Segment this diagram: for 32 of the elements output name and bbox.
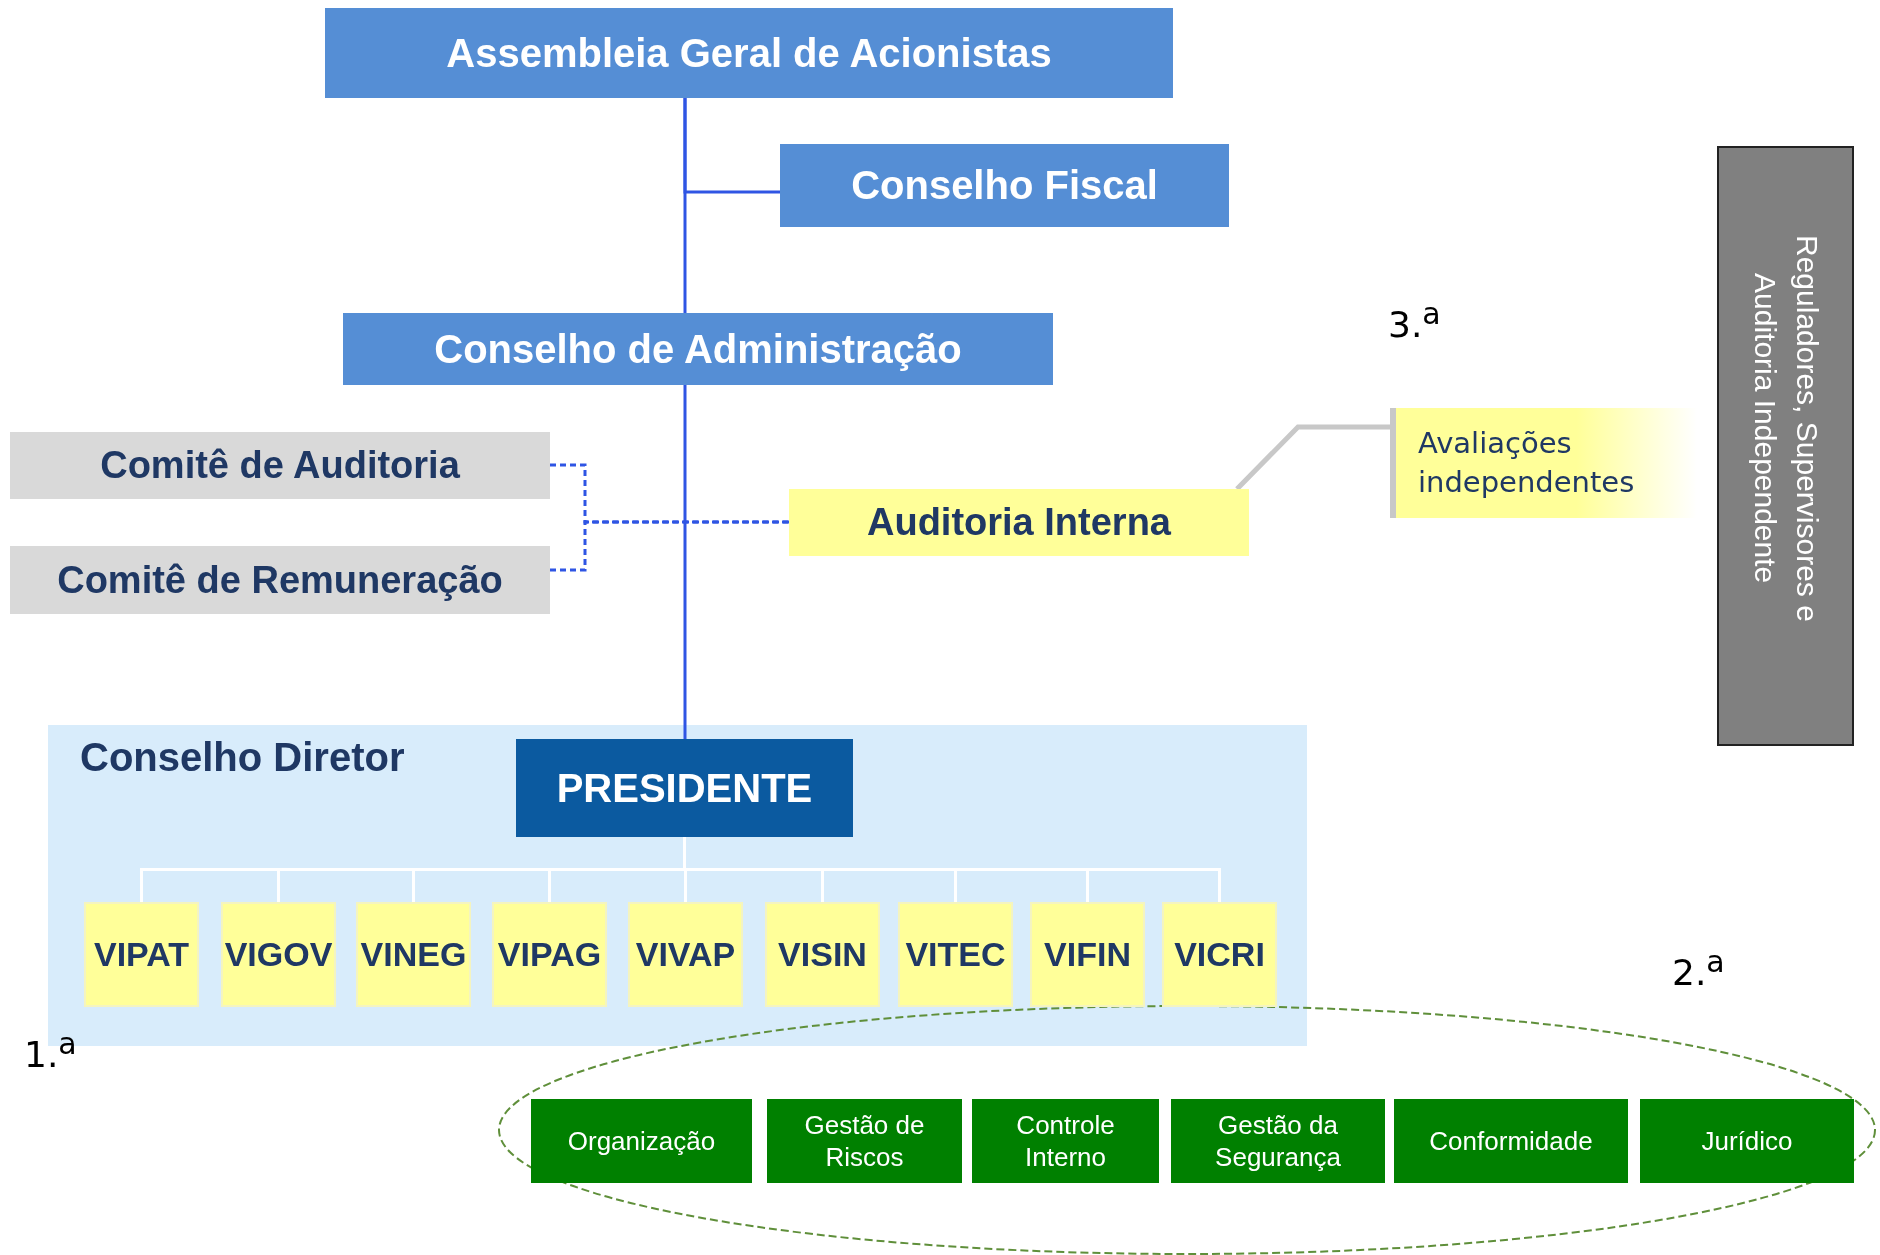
- vice-presidency-box: VITEC: [898, 902, 1013, 1007]
- function-box: Gestão da Segurança: [1171, 1099, 1385, 1183]
- function-box: Conformidade: [1394, 1099, 1628, 1183]
- function-box: Controle Interno: [972, 1099, 1159, 1183]
- vice-presidency-box: VIPAG: [492, 902, 607, 1007]
- vice-presidency-box: VISIN: [765, 902, 880, 1007]
- vice-presidency-box: VICRI: [1162, 902, 1277, 1007]
- callout-number: 2.$^{a}$: [1672, 944, 1725, 993]
- function-box: Gestão de Riscos: [767, 1099, 962, 1183]
- callout-number: 3.$^{a}$: [1388, 296, 1441, 345]
- governance-box: Assembleia Geral de Acionistas: [325, 8, 1173, 98]
- function-box: Jurídico: [1640, 1099, 1854, 1183]
- regulators-box: Reguladores, Supervisores e Auditoria Independente: [1717, 146, 1854, 746]
- leader-line: [1235, 424, 1390, 491]
- connector-line: [550, 520, 789, 572]
- vice-presidency-box: VIPAT: [84, 902, 199, 1007]
- vice-presidency-box: VINEG: [356, 902, 471, 1007]
- vice-presidency-box: VIFIN: [1030, 902, 1145, 1007]
- vice-presidency-box: VIVAP: [628, 902, 743, 1007]
- connector-line: [683, 98, 780, 194]
- function-box: Organização: [531, 1099, 752, 1183]
- president-box: PRESIDENTE: [516, 739, 853, 837]
- callout-number: 1.$^{a}$: [24, 1026, 77, 1075]
- committee-box: Comitê de Remuneração: [10, 546, 550, 614]
- connector-line: [683, 385, 687, 739]
- connector-line: [550, 463, 789, 524]
- governance-box: Conselho Fiscal: [780, 144, 1229, 227]
- vice-presidency-box: VIGOV: [221, 902, 336, 1007]
- committee-box: Comitê de Auditoria: [10, 432, 550, 499]
- audit-box: Auditoria Interna: [789, 489, 1249, 556]
- group-title: Conselho Diretor: [80, 735, 405, 780]
- governance-box: Conselho de Administração: [343, 313, 1053, 385]
